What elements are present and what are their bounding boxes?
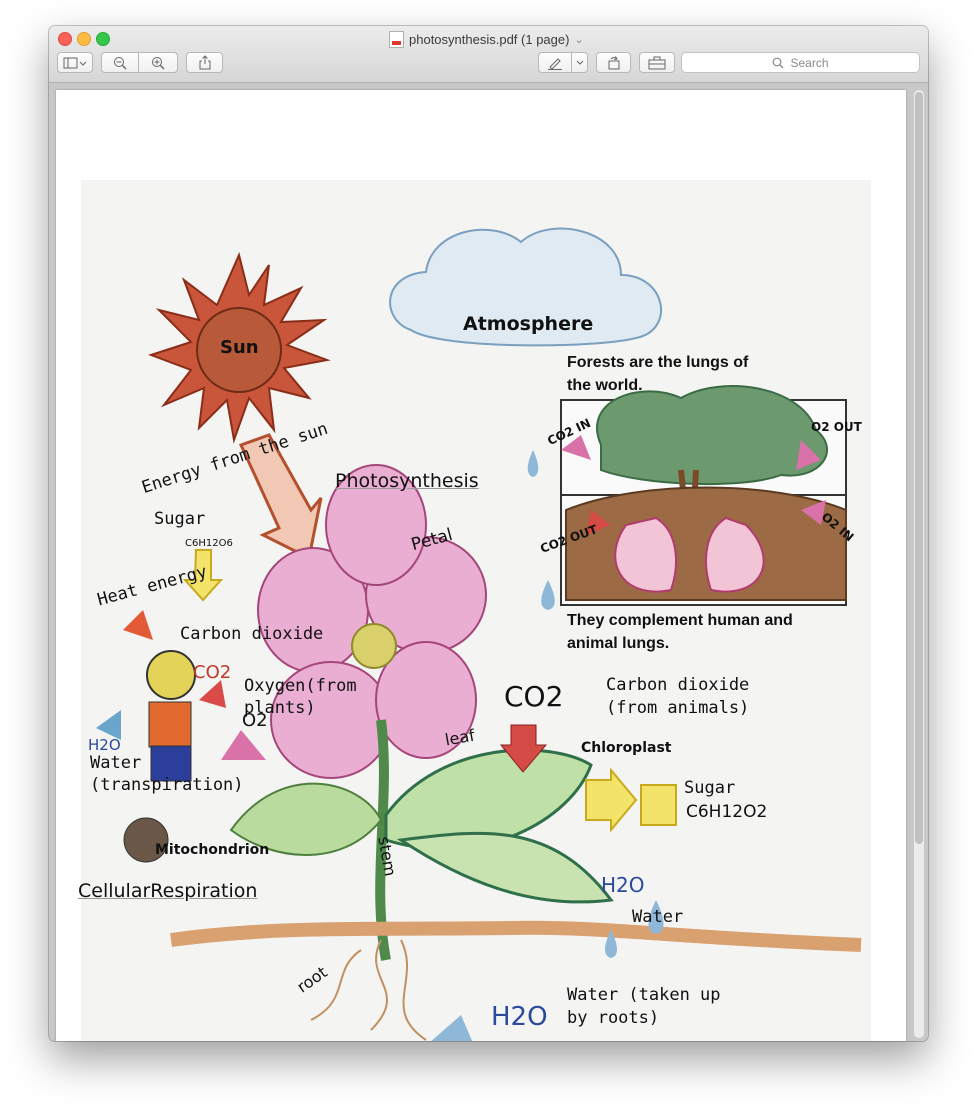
label-h2o-bottom: H2O xyxy=(491,1002,548,1032)
label-water-right: Water xyxy=(632,907,684,927)
label-sugar-right: Sugar xyxy=(684,778,736,798)
label-h2o-person: H2O xyxy=(88,736,121,754)
toolbox-icon xyxy=(648,56,666,69)
energy-arrow xyxy=(238,433,323,561)
pdf-file-icon xyxy=(389,30,404,48)
zoom-out-button[interactable] xyxy=(101,52,139,73)
label-o2-out: O2 OUT xyxy=(811,420,862,434)
cloud-drawing xyxy=(389,227,663,347)
title-chevron-icon: ⌄ xyxy=(574,33,584,46)
markup-button[interactable] xyxy=(538,52,572,73)
roots-drawing xyxy=(310,939,427,1041)
markup-menu-button[interactable] xyxy=(571,52,588,73)
illustration-art xyxy=(96,227,862,1041)
zoom-in-button[interactable] xyxy=(138,52,178,73)
minimize-button[interactable] xyxy=(77,32,91,46)
o2-out-arrow xyxy=(796,440,821,470)
h2o-bottom-arrow xyxy=(431,1015,473,1041)
close-button[interactable] xyxy=(58,32,72,46)
label-o2-person: O2 xyxy=(242,710,268,731)
label-atmosphere: Atmosphere xyxy=(463,313,594,335)
window-title-text: photosynthesis.pdf (1 page) xyxy=(409,31,570,47)
zoom-out-icon xyxy=(114,56,127,69)
water-drop xyxy=(541,580,555,610)
label-sun: Sun xyxy=(220,337,259,358)
label-complement-2: animal lungs. xyxy=(567,635,670,652)
label-water-transpiration-2: (transpiration) xyxy=(90,775,244,795)
search-icon xyxy=(773,57,784,68)
vertical-scrollbar[interactable] xyxy=(914,90,924,1038)
preview-window: photosynthesis.pdf (1 page) ⌄ Sea xyxy=(49,26,928,1041)
label-oxygen-1: Oxygen(from xyxy=(244,676,357,696)
chevron-down-icon xyxy=(576,60,583,65)
label-sugar-formula-right: C6H12O2 xyxy=(686,802,768,822)
pdf-page: Sun Atmosphere Energy from the sun Photo… xyxy=(56,90,906,1041)
document-view[interactable]: Sun Atmosphere Energy from the sun Photo… xyxy=(49,83,928,1041)
lungs-tree-box xyxy=(560,385,847,606)
sun-drawing xyxy=(147,251,331,444)
heat-arrow xyxy=(123,610,153,640)
label-mitochondrion: Mitochondrion xyxy=(155,842,270,858)
sidebar-button[interactable] xyxy=(57,52,93,73)
label-co2-right-2: (from animals) xyxy=(606,698,750,718)
rotate-button[interactable] xyxy=(596,52,631,73)
scrollbar-thumb[interactable] xyxy=(915,92,923,844)
label-h2o-right: H2O xyxy=(601,873,645,897)
toolbox-button[interactable] xyxy=(639,52,675,73)
left-leaf-drawing xyxy=(229,782,383,856)
label-chloroplast: Chloroplast xyxy=(581,740,672,756)
o2-in-arrow xyxy=(801,500,826,525)
label-water-transpiration-1: Water xyxy=(90,753,142,773)
co2-out-arrow xyxy=(586,510,611,535)
label-co2-leaf: CO2 xyxy=(504,680,564,713)
label-co2-person: CO2 xyxy=(193,662,232,683)
title-bar[interactable]: photosynthesis.pdf (1 page) ⌄ Sea xyxy=(49,26,928,83)
water-drop xyxy=(648,900,664,934)
label-oxygen-2: plants) xyxy=(244,698,316,718)
label-water-roots-1: Water (taken up xyxy=(567,985,721,1005)
search-placeholder: Search xyxy=(790,55,829,70)
sugar-right-arrow xyxy=(585,767,638,833)
co2-in-arrow xyxy=(561,435,591,460)
label-cellular-respiration: CellularRespiration xyxy=(78,880,258,902)
label-water-roots-2: by roots) xyxy=(567,1008,660,1028)
label-sugar-formula-small: C6H12O6 xyxy=(185,538,233,549)
photosynthesis-illustration: Sun Atmosphere Energy from the sun Photo… xyxy=(78,180,871,1041)
zoom-in-icon xyxy=(152,56,165,69)
flower-drawing xyxy=(257,464,487,779)
label-co2-right-1: Carbon dioxide xyxy=(606,675,750,695)
co2-person-arrow xyxy=(199,680,226,708)
co2-leaf-arrow xyxy=(499,724,548,773)
share-button[interactable] xyxy=(186,52,223,73)
sidebar-icon xyxy=(63,57,87,68)
person-drawing xyxy=(123,650,196,863)
water-drop xyxy=(605,930,617,958)
rotate-icon xyxy=(608,56,619,70)
share-icon xyxy=(199,55,210,70)
o2-person-arrow xyxy=(221,730,266,760)
water-drop xyxy=(527,450,539,477)
label-forests-1: Forests are the lungs of xyxy=(567,354,749,371)
window-title[interactable]: photosynthesis.pdf (1 page) ⌄ xyxy=(389,30,584,48)
pen-icon xyxy=(548,57,562,70)
search-field[interactable]: Search xyxy=(681,52,920,73)
h2o-person-arrow xyxy=(96,710,121,740)
label-photosynthesis: Photosynthesis xyxy=(335,470,479,492)
label-forests-2: the world. xyxy=(567,377,643,394)
ground-drawing xyxy=(170,920,862,952)
label-complement-1: They complement human and xyxy=(567,612,793,629)
sugar-right-arrow xyxy=(640,784,677,826)
label-carbon-dioxide-left: Carbon dioxide xyxy=(180,624,324,644)
zoom-button[interactable] xyxy=(96,32,110,46)
label-sugar-left: Sugar xyxy=(154,509,206,529)
sugar-arrow xyxy=(182,549,224,602)
